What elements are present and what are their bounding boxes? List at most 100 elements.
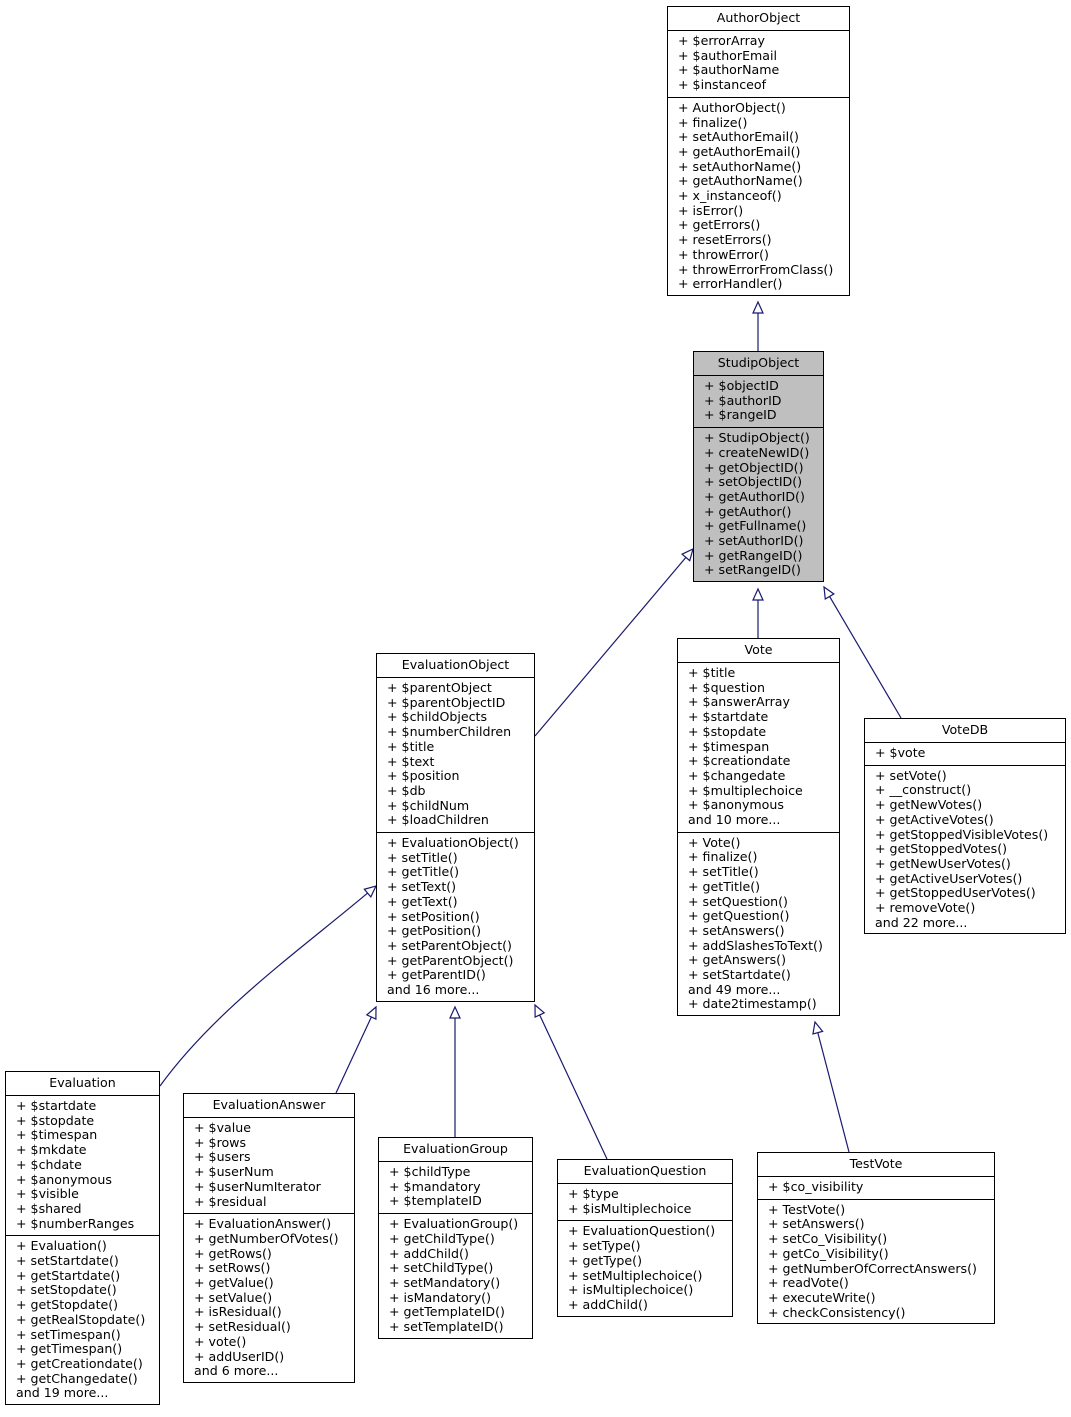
operation-row: + Evaluation() xyxy=(16,1238,107,1254)
operation-row: + addSlashesToText() xyxy=(688,937,823,953)
operation-row: + getCreationdate() xyxy=(16,1355,143,1371)
operation-row: + getStopdate() xyxy=(16,1297,119,1313)
operation-row: + getRows() xyxy=(194,1245,272,1261)
operation-compartment: + TestVote()+ setAnswers()+ setCo_Visibi… xyxy=(758,1200,994,1324)
attribute-row: + $startdate xyxy=(16,1098,97,1113)
operation-row: + getErrors() xyxy=(678,217,761,233)
attribute-row: + $numberChildren xyxy=(387,724,512,740)
class-box-evaluation-group[interactable]: EvaluationGroup+ $childType+ $mandatory+… xyxy=(378,1137,533,1339)
attribute-row: + $userNumIterator xyxy=(194,1178,321,1194)
attribute-row: + $stopdate xyxy=(688,723,767,739)
attribute-compartment: + $errorArray+ $authorEmail+ $authorName… xyxy=(668,31,849,98)
operation-row: + EvaluationQuestion() xyxy=(568,1223,716,1239)
attribute-row: + $authorID xyxy=(704,392,782,408)
class-box-evaluation[interactable]: Evaluation+ $startdate+ $stopdate+ $time… xyxy=(5,1071,160,1406)
operation-row: + EvaluationGroup() xyxy=(389,1216,519,1232)
operation-row: + x_instanceof() xyxy=(678,188,782,204)
operation-compartment: + AuthorObject()+ finalize()+ setAuthorE… xyxy=(668,98,849,295)
operation-row: + setQuestion() xyxy=(688,893,788,909)
operation-compartment: + EvaluationQuestion()+ setType()+ getTy… xyxy=(558,1221,732,1315)
operation-row: + getRangeID() xyxy=(704,547,803,563)
operation-row: + getParentID() xyxy=(387,967,486,983)
attribute-row: + $users xyxy=(194,1149,251,1165)
operation-row: + setObjectID() xyxy=(704,474,803,490)
operation-row: + setMultiplechoice() xyxy=(568,1267,703,1283)
inheritance-arrowhead xyxy=(680,547,694,562)
attribute-compartment: + $type+ $isMultiplechoice xyxy=(558,1184,732,1222)
operation-row: + setAuthorEmail() xyxy=(678,129,799,145)
operation-row: + getStartdate() xyxy=(16,1267,121,1283)
attribute-row: + $parentObjectID xyxy=(387,694,506,710)
operation-row: and 16 more... xyxy=(387,982,480,998)
inheritance-line-evaluation-object xyxy=(534,557,687,737)
class-box-evaluation-question[interactable]: EvaluationQuestion+ $type+ $isMultiplech… xyxy=(557,1159,733,1317)
attribute-compartment: + $startdate+ $stopdate+ $timespan+ $mkd… xyxy=(6,1096,159,1237)
operation-row: + setVote() xyxy=(875,767,947,783)
operation-row: + EvaluationObject() xyxy=(387,835,519,851)
class-box-evaluation-object[interactable]: EvaluationObject+ $parentObject+ $parent… xyxy=(376,653,535,1002)
attribute-row: + $templateID xyxy=(389,1193,482,1209)
attribute-row: + $rangeID xyxy=(704,407,777,423)
class-box-author-object[interactable]: AuthorObject+ $errorArray+ $authorEmail+… xyxy=(667,6,850,296)
inheritance-arrowhead xyxy=(752,300,764,314)
attribute-row: + $value xyxy=(194,1120,251,1135)
operation-row: + errorHandler() xyxy=(678,276,783,292)
operation-row: + getPosition() xyxy=(387,923,482,939)
operation-row: + TestVote() xyxy=(768,1201,846,1217)
attribute-row: + $authorName xyxy=(678,62,780,78)
attribute-row: + $vote xyxy=(875,745,926,760)
inheritance-arrowhead xyxy=(752,587,764,601)
operation-row: + __construct() xyxy=(875,782,972,798)
attribute-row: + $position xyxy=(387,768,460,784)
class-box-evaluation-answer[interactable]: EvaluationAnswer+ $value+ $rows+ $users+… xyxy=(183,1093,355,1383)
operation-row: + getChildType() xyxy=(389,1230,495,1246)
operation-row: + addChild() xyxy=(568,1296,648,1312)
operation-row: + throwErrorFromClass() xyxy=(678,261,834,277)
attribute-row: + $changedate xyxy=(688,767,786,783)
operation-row: + AuthorObject() xyxy=(678,99,786,115)
attribute-row: + $authorEmail xyxy=(678,47,778,63)
attribute-row: + $userNum xyxy=(194,1164,274,1180)
operation-row: + isMultiplechoice() xyxy=(568,1282,694,1298)
operation-row: + getAuthorName() xyxy=(678,173,803,189)
class-box-vote[interactable]: Vote+ $title+ $question+ $answerArray+ $… xyxy=(677,638,840,1017)
attribute-row: + $chdate xyxy=(16,1156,82,1172)
attribute-row: + $isMultiplechoice xyxy=(568,1200,692,1216)
class-name: Vote xyxy=(678,639,839,663)
operation-row: + addChild() xyxy=(389,1245,469,1261)
operation-row: + getStoppedVotes() xyxy=(875,841,1008,857)
operation-row: + getType() xyxy=(568,1252,642,1268)
operation-row: + getQuestion() xyxy=(688,908,790,924)
class-name: TestVote xyxy=(758,1153,994,1177)
operation-row: + getAuthorEmail() xyxy=(678,143,801,159)
operation-row: + getChangedate() xyxy=(16,1370,138,1386)
class-box-vote-db[interactable]: VoteDB+ $vote+ setVote()+ __construct()+… xyxy=(864,718,1066,935)
attribute-row: + $question xyxy=(688,679,765,695)
attribute-row: and 10 more... xyxy=(688,812,781,828)
operation-row: + getTitle() xyxy=(387,864,460,880)
attribute-row: + $timespan xyxy=(688,738,770,754)
operation-compartment: + Evaluation()+ setStartdate()+ getStart… xyxy=(6,1236,159,1404)
attribute-row: + $childNum xyxy=(387,797,470,813)
attribute-row: + $childObjects xyxy=(387,709,488,725)
operation-row: + isResidual() xyxy=(194,1304,282,1320)
operation-row: + resetErrors() xyxy=(678,232,772,248)
operation-row: + setTitle() xyxy=(688,864,759,880)
operation-row: + getParentObject() xyxy=(387,952,514,968)
operation-row: and 6 more... xyxy=(194,1363,279,1379)
operation-row: + getActiveUserVotes() xyxy=(875,870,1023,886)
class-box-test-vote[interactable]: TestVote+ $co_visibility+ TestVote()+ se… xyxy=(757,1152,995,1325)
attribute-row: + $numberRanges xyxy=(16,1215,135,1231)
class-box-studip-object[interactable]: StudipObject+ $objectID+ $authorID+ $ran… xyxy=(693,351,824,583)
attribute-compartment: + $value+ $rows+ $users+ $userNum+ $user… xyxy=(184,1118,354,1215)
attribute-row: + $text xyxy=(387,753,435,769)
operation-row: + getFullname() xyxy=(704,518,807,534)
operation-row: + setTemplateID() xyxy=(389,1319,504,1335)
inheritance-line-test-vote xyxy=(817,1032,850,1153)
operation-row: + throwError() xyxy=(678,246,769,262)
attribute-compartment: + $co_visibility xyxy=(758,1177,994,1200)
operation-row: and 49 more... xyxy=(688,981,781,997)
operation-row: + Vote() xyxy=(688,834,741,850)
inheritance-line-vote-db xyxy=(829,596,902,719)
